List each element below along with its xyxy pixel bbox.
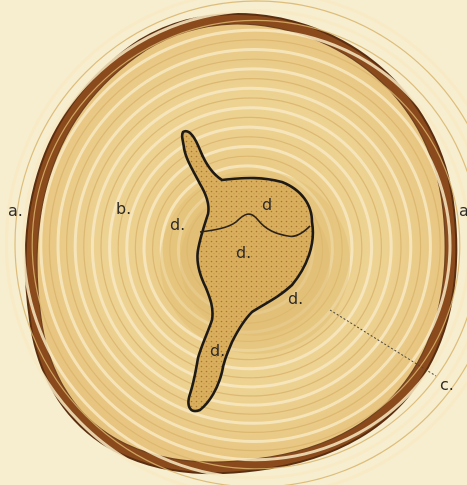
label-a-left: a. xyxy=(8,201,23,220)
label-c: c. xyxy=(440,375,454,394)
label-a-right: a xyxy=(459,201,467,220)
label-d-center: d. xyxy=(236,243,251,262)
label-d-left: d. xyxy=(170,215,185,234)
label-d-right: d. xyxy=(288,289,303,308)
label-d-top: d xyxy=(262,195,272,214)
label-d-bottom: d. xyxy=(210,341,225,360)
label-b: b. xyxy=(116,199,131,218)
